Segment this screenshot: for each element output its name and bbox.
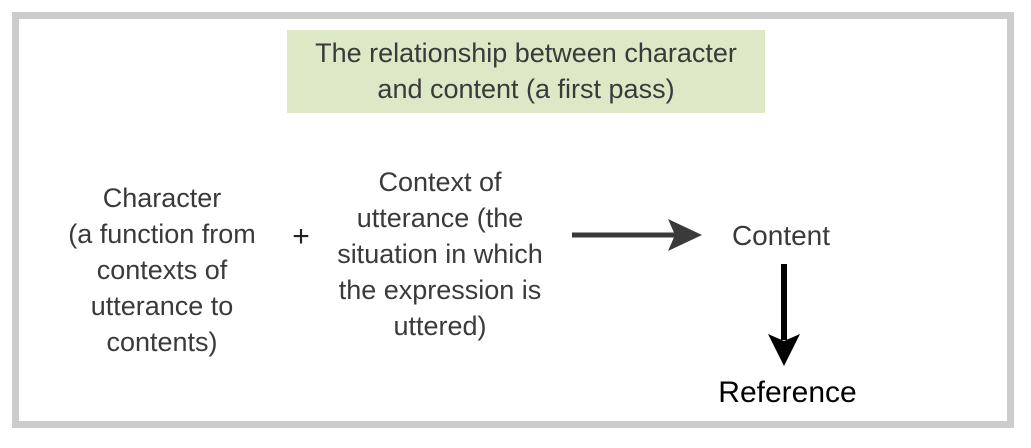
context-line: utterance (the — [356, 203, 524, 233]
plus-sign: + — [292, 220, 310, 253]
character-line: contexts of — [96, 255, 228, 285]
context-text-block: Context of utterance (the situation in w… — [325, 164, 555, 344]
character-line: (a function from — [68, 219, 256, 249]
character-text-block: Character (a function from contexts of u… — [37, 180, 287, 360]
character-line: utterance to — [90, 291, 234, 321]
context-line: uttered) — [393, 311, 487, 341]
context-line: situation in which — [337, 239, 543, 269]
character-line: Character — [102, 183, 222, 213]
title-line-1: The relationship between character — [315, 38, 737, 68]
character-line: contents) — [106, 327, 218, 357]
reference-label: Reference — [718, 376, 857, 409]
context-line: the expression is — [338, 275, 542, 305]
title-line-2: and content (a first pass) — [377, 74, 675, 104]
content-label: Content — [731, 220, 831, 251]
title-box: The relationship between character and c… — [287, 30, 765, 113]
context-line: Context of — [378, 167, 502, 197]
